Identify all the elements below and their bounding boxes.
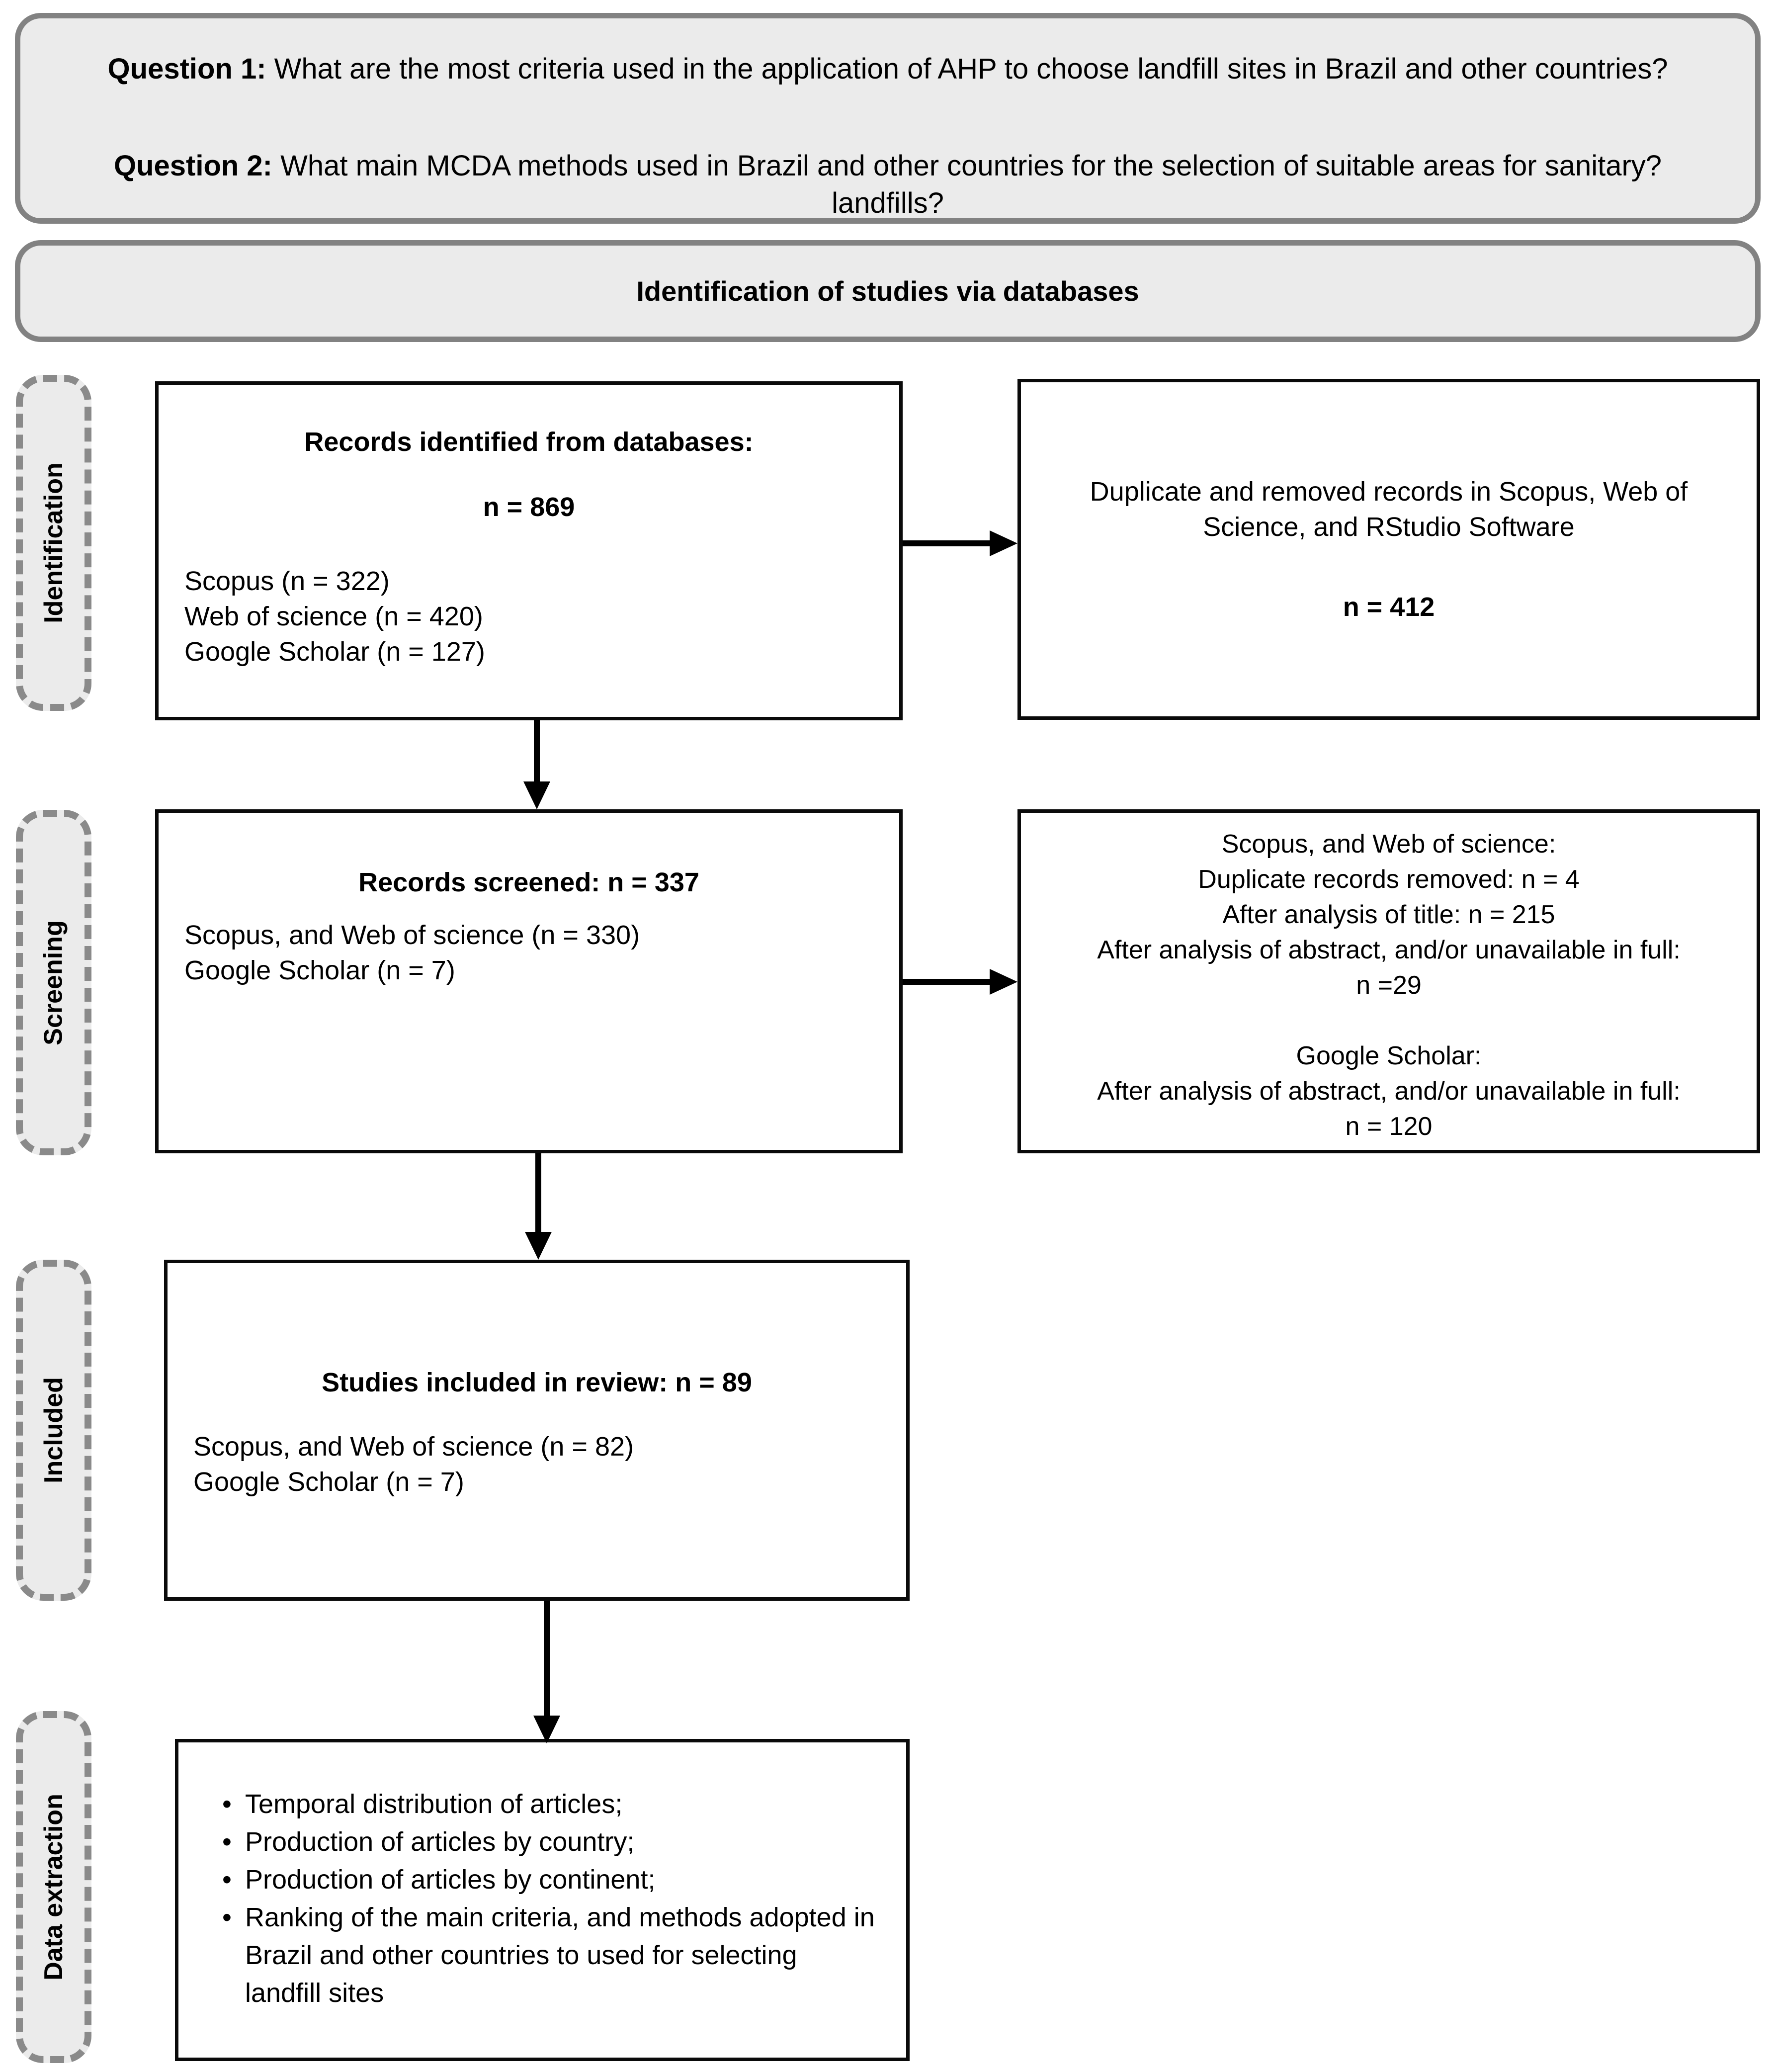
arrow-identified-to-screened (523, 720, 551, 809)
records-identified-box: Records identified from databases: n = 8… (155, 381, 903, 720)
exclusion-line: After analysis of abstract, and/or unava… (1097, 936, 1681, 964)
question-2-text: What main MCDA methods used in Brazil an… (272, 150, 1662, 182)
extraction-bullet-item: • Production of articles by country; (222, 1823, 876, 1861)
stage-label-data-extraction-text: Data extraction (39, 1794, 68, 1981)
stage-label-included-text: Included (39, 1377, 69, 1483)
records-screened-heading: Records screened: n = 337 (358, 867, 699, 897)
studies-included-heading: Studies included in review: n = 89 (322, 1368, 752, 1397)
source-line: Scopus (n = 322) (184, 566, 390, 596)
question-1-label: Question 1: (107, 53, 266, 85)
diagram-header-box: Identification of studies via databases (15, 240, 1761, 342)
extraction-bullet-item: • Temporal distribution of articles; (222, 1785, 876, 1823)
arrow-down-head-icon (525, 1232, 552, 1260)
extraction-bullet-item: • Production of articles by continent; (222, 1861, 876, 1899)
extraction-bullet-text: Production of articles by continent; (245, 1865, 656, 1895)
stage-label-included: Included (16, 1260, 91, 1601)
arrow-line (534, 720, 540, 781)
records-identified-heading: Records identified from databases: (304, 427, 754, 457)
exclusion-line: n =29 (1356, 971, 1422, 1000)
extraction-bullet-text: Ranking of the main criteria, and method… (245, 1902, 875, 2008)
stage-label-data-extraction: Data extraction (16, 1711, 91, 2063)
duplicates-removed-text: Duplicate and removed records in Scopus,… (1090, 476, 1688, 542)
records-identified-sources: Scopus (n = 322) Web of science (n = 420… (178, 564, 879, 670)
arrow-line (903, 979, 990, 985)
question-1: Question 1: What are the most criteria u… (84, 50, 1691, 87)
source-line: Google Scholar (n = 7) (184, 955, 455, 985)
arrow-included-to-extraction (533, 1601, 561, 1743)
arrow-screened-to-included (524, 1153, 552, 1260)
bullet-icon: • (222, 1827, 232, 1857)
source-line: Scopus, and Web of science (n = 82) (193, 1432, 634, 1462)
duplicates-removed-count: n = 412 (1343, 592, 1435, 622)
exclusion-line: Duplicate records removed: n = 4 (1198, 865, 1580, 894)
arrow-identified-to-duplicates (903, 530, 1017, 556)
studies-included-sources: Scopus, and Web of science (n = 82) Goog… (187, 1429, 886, 1500)
duplicates-removed-box: Duplicate and removed records in Scopus,… (1017, 379, 1760, 720)
arrow-right-head-icon (990, 530, 1017, 556)
source-line: Google Scholar (n = 7) (193, 1467, 464, 1497)
source-line: Google Scholar (n = 127) (184, 637, 485, 667)
exclusion-line: After analysis of title: n = 215 (1222, 900, 1555, 929)
extraction-bullet-text: Temporal distribution of articles; (245, 1789, 623, 1819)
diagram-title: Identification of studies via databases (636, 275, 1139, 307)
stage-label-identification-text: Identification (39, 462, 68, 623)
stage-label-identification: Identification (16, 375, 91, 711)
records-screened-box: Records screened: n = 337 Scopus, and We… (155, 809, 903, 1153)
bullet-icon: • (222, 1865, 232, 1895)
exclusion-line: n = 120 (1345, 1112, 1433, 1141)
records-identified-count: n = 869 (483, 492, 575, 522)
arrow-line (535, 1153, 541, 1232)
arrow-right-head-icon (990, 969, 1017, 995)
question-2-wrap: landfills? (832, 187, 944, 219)
arrow-line (903, 540, 990, 546)
stage-label-screening-text: Screening (39, 920, 69, 1045)
exclusion-line: After analysis of abstract, and/or unava… (1097, 1077, 1681, 1106)
studies-included-box: Studies included in review: n = 89 Scopu… (164, 1260, 910, 1601)
bullet-icon: • (222, 1902, 232, 1932)
arrow-down-head-icon (523, 781, 550, 809)
source-line: Scopus, and Web of science (n = 330) (184, 920, 640, 950)
extraction-bullet-text: Production of articles by country; (245, 1827, 635, 1857)
extraction-bullet-item: • Ranking of the main criteria, and meth… (222, 1899, 876, 2012)
arrow-screened-to-exclusions (903, 969, 1017, 995)
question-2: Question 2: What main MCDA methods used … (84, 147, 1691, 184)
question-1-text: What are the most criteria used in the a… (266, 53, 1668, 85)
research-questions-box: Question 1: What are the most criteria u… (15, 13, 1761, 224)
data-extraction-box: • Temporal distribution of articles; • P… (175, 1739, 910, 2061)
records-screened-sources: Scopus, and Web of science (n = 330) Goo… (178, 918, 879, 988)
source-line: Web of science (n = 420) (184, 602, 483, 631)
stage-label-screening: Screening (16, 810, 91, 1155)
bullet-icon: • (222, 1789, 232, 1819)
screening-exclusions-box: Scopus, and Web of science: Duplicate re… (1017, 809, 1760, 1153)
exclusion-line: Google Scholar: (1296, 1041, 1482, 1070)
exclusion-line: Scopus, and Web of science: (1221, 830, 1556, 859)
arrow-line (544, 1601, 550, 1716)
question-2-label: Question 2: (113, 150, 272, 182)
arrow-down-head-icon (533, 1716, 560, 1743)
